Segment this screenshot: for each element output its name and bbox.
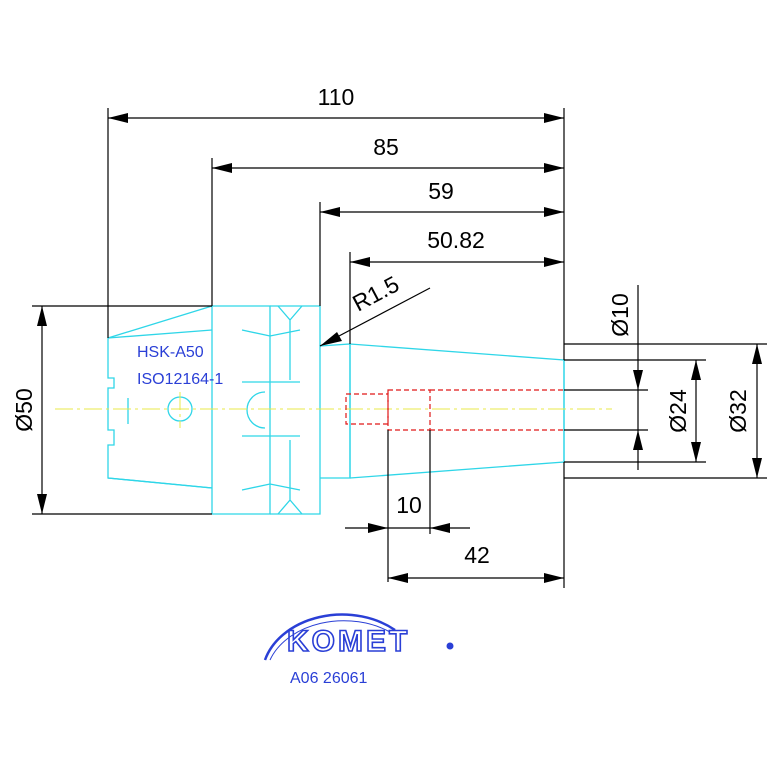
- dimension-lines: [107, 108, 565, 588]
- komet-logo: KOMET: [263, 613, 454, 661]
- part-number: A06 26061: [290, 670, 368, 687]
- dim-85-label: 85: [373, 134, 399, 160]
- dim-110-label: 110: [318, 84, 355, 110]
- hidden-bore: [345, 389, 564, 431]
- dim-d32-label: Ø32: [725, 389, 751, 432]
- dim-10-label: 10: [396, 492, 422, 518]
- tool-holder-outline: [107, 305, 565, 515]
- dim-50-82-label: 50.82: [427, 227, 485, 253]
- interface-label: HSK-A50: [137, 344, 204, 361]
- vertical-dimension-lines: [32, 285, 767, 515]
- svg-text:KOMET: KOMET: [287, 625, 410, 658]
- dim-d10-label: Ø10: [607, 293, 633, 336]
- radius-label: R1.5: [348, 271, 403, 317]
- dim-d50-label: Ø50: [11, 388, 37, 431]
- dim-59-label: 59: [428, 178, 454, 204]
- dim-d24-label: Ø24: [665, 389, 691, 433]
- dim-42-label: 42: [464, 542, 490, 568]
- standard-label: ISO12164-1: [137, 371, 223, 388]
